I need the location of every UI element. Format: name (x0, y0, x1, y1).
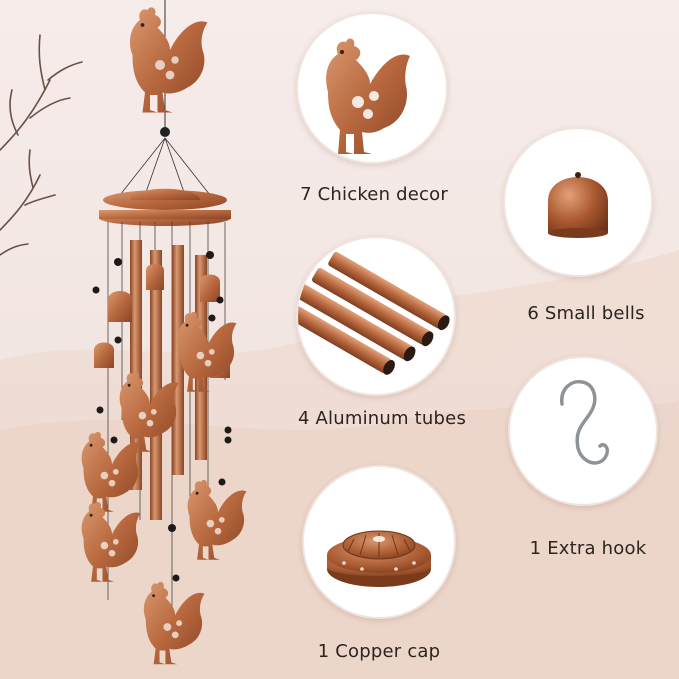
bell-icon (548, 172, 608, 238)
feature-label-chicken: 7 Chicken decor (300, 184, 448, 205)
rooster-icon (326, 38, 410, 154)
copper-cap-feature-circle (302, 465, 456, 619)
feature-label-hook: 1 Extra hook (529, 538, 647, 559)
copper-cap-icon (327, 530, 431, 587)
rooster-wind-chime-icon (81, 0, 247, 665)
rooster-feature-circle (296, 12, 448, 164)
feature-label-tubes: 4 Aluminum tubes (297, 408, 467, 429)
feature-label-cap: 1 Copper cap (317, 641, 441, 662)
hook-feature-circle (508, 356, 658, 506)
feature-label-bells: 6 Small bells (527, 303, 645, 324)
bell-feature-circle (503, 127, 653, 277)
hook-icon (560, 379, 610, 465)
tubes-feature-circle (296, 236, 456, 396)
tubes-icon (298, 251, 450, 375)
